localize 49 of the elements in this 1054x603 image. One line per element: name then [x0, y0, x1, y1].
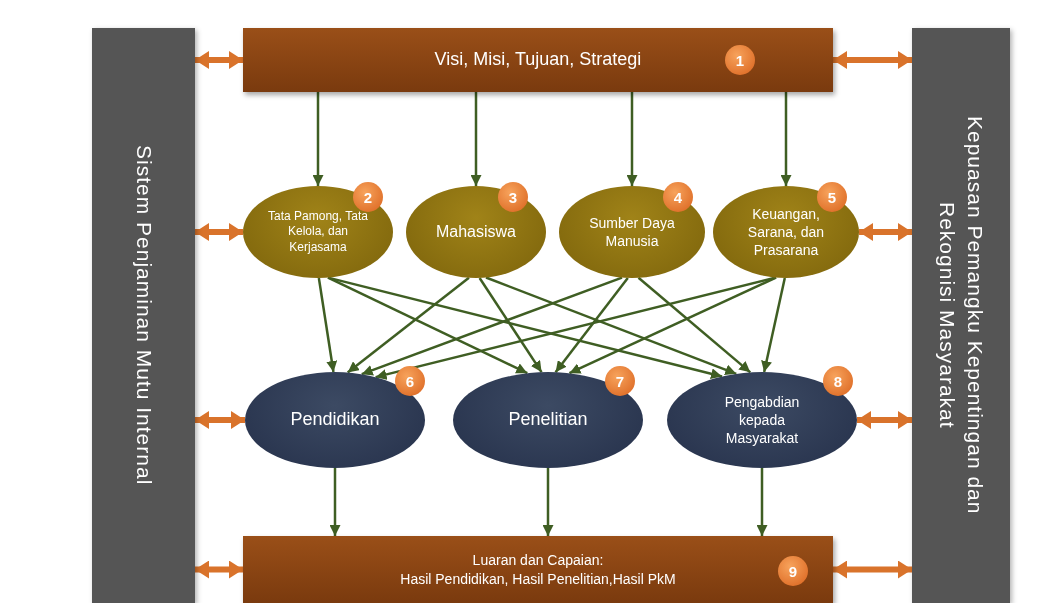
number-badge: 4 — [663, 182, 693, 212]
arrow — [761, 277, 787, 373]
arrow — [780, 92, 792, 186]
double-arrow — [833, 51, 912, 69]
arrow — [568, 276, 777, 375]
double-arrow — [859, 223, 912, 241]
double-arrow — [857, 411, 912, 429]
arrow — [554, 277, 629, 373]
arrow — [485, 276, 737, 375]
double-arrow — [195, 51, 243, 69]
side-panel — [92, 28, 195, 603]
double-arrow — [833, 560, 912, 579]
double-arrow — [195, 560, 243, 579]
number-badge: 1 — [725, 45, 755, 75]
arrow — [478, 277, 543, 373]
arrow — [361, 276, 623, 376]
arrow — [329, 468, 341, 536]
double-arrow — [195, 223, 243, 241]
arrow — [542, 468, 554, 536]
output-bar — [243, 536, 833, 603]
number-badge: 8 — [823, 366, 853, 396]
arrow — [626, 92, 638, 186]
arrow — [317, 277, 338, 373]
header-bar — [243, 28, 833, 92]
node-label: Visi, Misi, Tujuan, Strategi — [434, 48, 642, 72]
node-label: Pengabdian kepada Masyarakat — [723, 392, 801, 448]
arrow — [470, 92, 482, 186]
arrow — [756, 468, 768, 536]
node-label: Kepuasan Pemangku Kepentingan dan Rekognisi Masyarakat — [935, 115, 989, 517]
node-label: Sistem Penjaminan Mutu Internal — [131, 145, 157, 486]
node-label: Hasil Pendidikan, Hasil Penelitian,Hasil PkM — [400, 569, 676, 588]
arrow — [327, 276, 528, 375]
side-panel — [912, 28, 1010, 603]
number-badge: 5 — [817, 182, 847, 212]
arrow — [346, 276, 470, 374]
number-badge: 7 — [605, 366, 635, 396]
arrow — [637, 276, 752, 374]
node-label: Luaran dan Capaian: — [472, 551, 604, 570]
node-label: Mahasiswa — [436, 221, 516, 242]
number-badge: 3 — [498, 182, 528, 212]
node-label: Sumber Daya Manusia — [588, 213, 676, 251]
arrow — [327, 276, 723, 380]
number-badge: 2 — [353, 182, 383, 212]
node-label: Pendidikan — [290, 408, 380, 432]
double-arrow — [195, 411, 245, 429]
number-badge: 9 — [778, 556, 808, 586]
node-label: Penelitian — [508, 408, 588, 432]
arrow — [312, 92, 324, 186]
number-badge: 6 — [395, 366, 425, 396]
